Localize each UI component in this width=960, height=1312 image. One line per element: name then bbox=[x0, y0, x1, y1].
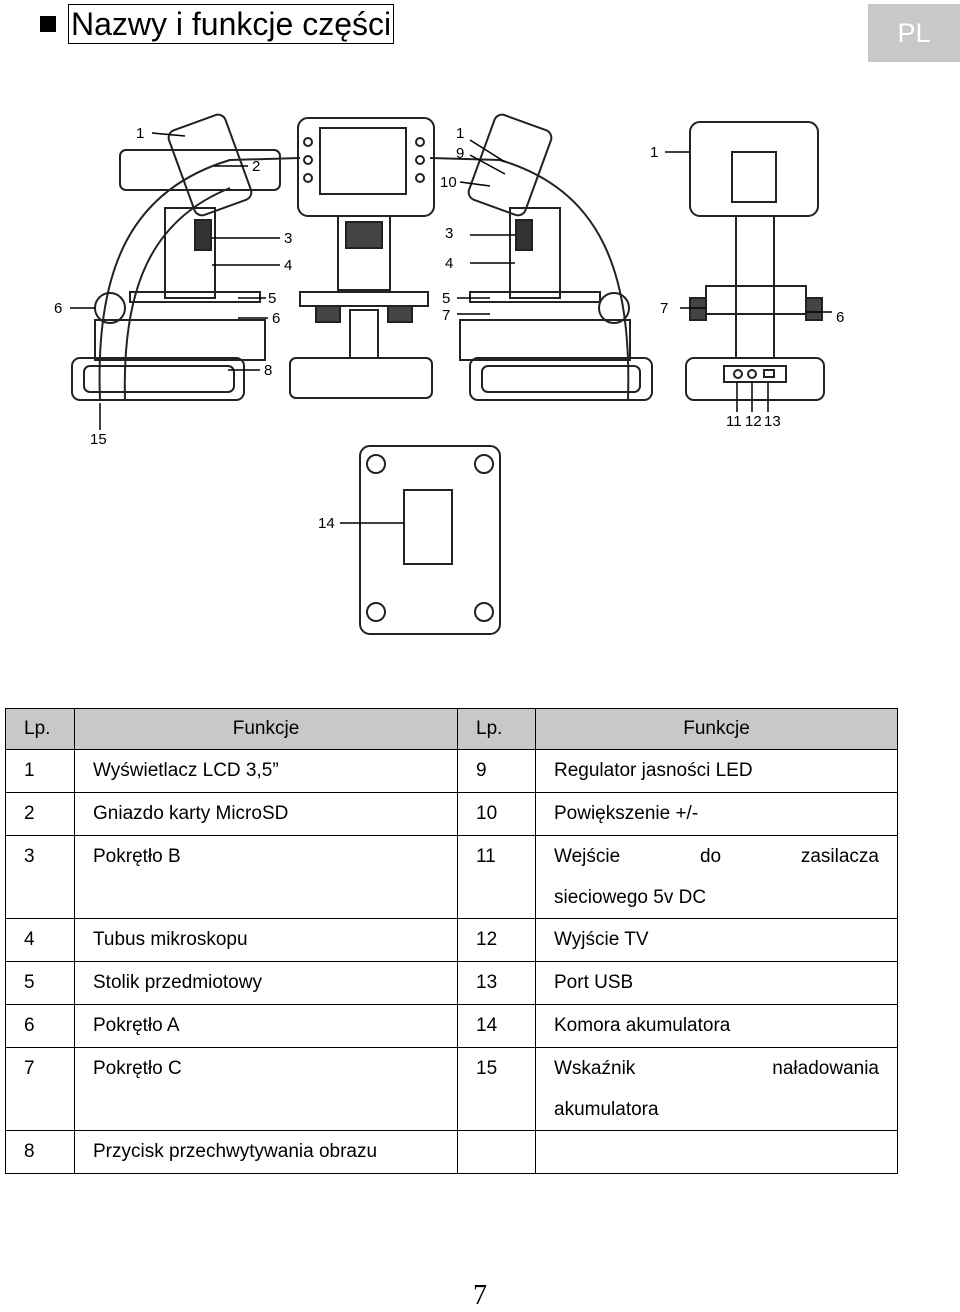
callout-10: 10 bbox=[440, 174, 457, 191]
callout-3b: 3 bbox=[445, 225, 453, 242]
callout-15: 15 bbox=[90, 431, 107, 448]
callout-leaders bbox=[70, 132, 832, 524]
section-title: Nazwy i funkcje części bbox=[68, 4, 395, 44]
item-function: Wskaźnik naładowania akumulatora bbox=[535, 1047, 898, 1131]
item-number: 10 bbox=[457, 792, 536, 836]
microscope-side-view-2 bbox=[429, 113, 653, 401]
word: Wejście bbox=[554, 846, 621, 867]
callout-11: 11 bbox=[726, 413, 742, 430]
microscope-bottom-view bbox=[359, 445, 501, 635]
page-header: Nazwy i funkcje części PL bbox=[0, 0, 960, 64]
item-function: Regulator jasności LED bbox=[535, 749, 898, 793]
continuation-line: akumulatora bbox=[554, 1099, 659, 1120]
table-row: 8 Przycisk przechwytywania obrazu bbox=[5, 1130, 898, 1174]
item-number: 2 bbox=[5, 792, 75, 836]
item-function: Gniazdo karty MicroSD bbox=[74, 792, 458, 836]
microscope-side-view bbox=[71, 113, 301, 401]
callout-6c: 6 bbox=[836, 309, 844, 326]
item-function: Wyjście TV bbox=[535, 918, 898, 962]
item-number: 13 bbox=[457, 961, 536, 1005]
table-row: 3 Pokrętło B 11 Wejście do zasilacza sie… bbox=[5, 835, 898, 919]
item-number: 9 bbox=[457, 749, 536, 793]
item-function: Wyświetlacz LCD 3,5” bbox=[74, 749, 458, 793]
table-row: 1 Wyświetlacz LCD 3,5” 9 Regulator jasno… bbox=[5, 749, 898, 793]
language-badge: PL bbox=[868, 4, 960, 62]
continuation-line: sieciowego 5v DC bbox=[554, 887, 707, 908]
column-header: Lp. bbox=[457, 708, 536, 750]
callout-4b: 4 bbox=[445, 255, 453, 272]
page-number: 7 bbox=[473, 1280, 487, 1311]
item-function: Port USB bbox=[535, 961, 898, 1005]
callout-1b: 1 bbox=[456, 125, 464, 142]
callout-1c: 1 bbox=[650, 144, 658, 161]
item-number: 4 bbox=[5, 918, 75, 962]
item-function: Powiększenie +/- bbox=[535, 792, 898, 836]
item-number: 6 bbox=[5, 1004, 75, 1048]
microscope-front-view bbox=[289, 117, 435, 399]
table-row: 7 Pokrętło C 15 Wskaźnik naładowania aku… bbox=[5, 1047, 898, 1131]
item-number: 3 bbox=[5, 835, 75, 919]
word: zasilacza bbox=[800, 846, 879, 867]
table-row: 5 Stolik przedmiotowy 13 Port USB bbox=[5, 961, 898, 1005]
item-function: Pokrętło A bbox=[74, 1004, 458, 1048]
table-row: 4 Tubus mikroskopu 12 Wyjście TV bbox=[5, 918, 898, 962]
callout-4: 4 bbox=[284, 257, 292, 274]
item-function: Pokrętło C bbox=[74, 1047, 458, 1131]
justified-line: Wskaźnik naładowania bbox=[554, 1048, 897, 1090]
callout-13: 13 bbox=[764, 413, 781, 430]
callout-7: 7 bbox=[442, 307, 450, 324]
callout-8: 8 bbox=[264, 362, 272, 379]
item-number: 15 bbox=[457, 1047, 536, 1131]
callout-6b: 6 bbox=[272, 310, 280, 327]
item-number: 11 bbox=[457, 835, 536, 919]
microscope-back-view bbox=[685, 121, 825, 401]
item-function: Stolik przedmiotowy bbox=[74, 961, 458, 1005]
item-number: 12 bbox=[457, 918, 536, 962]
word: naładowania bbox=[772, 1058, 879, 1079]
microscope-diagram: 1 2 3 4 5 6 6 8 15 1 9 10 3 4 5 7 1 7 6 … bbox=[54, 113, 844, 635]
item-number: 7 bbox=[5, 1047, 75, 1131]
word: do bbox=[699, 846, 722, 867]
item-function: Tubus mikroskopu bbox=[74, 918, 458, 962]
item-number bbox=[457, 1130, 536, 1174]
item-function: Wejście do zasilacza sieciowego 5v DC bbox=[535, 835, 898, 919]
callout-1: 1 bbox=[136, 125, 144, 142]
callout-14: 14 bbox=[318, 515, 335, 532]
column-header: Lp. bbox=[5, 708, 75, 750]
column-header: Funkcje bbox=[74, 708, 458, 750]
callout-7b: 7 bbox=[660, 300, 668, 317]
column-header: Funkcje bbox=[535, 708, 898, 750]
table-row: 2 Gniazdo karty MicroSD 10 Powiększenie … bbox=[5, 792, 898, 836]
table-header-row: Lp. Funkcje Lp. Funkcje bbox=[5, 708, 898, 750]
callout-2: 2 bbox=[252, 158, 260, 175]
parts-table: Lp. Funkcje Lp. Funkcje 1 Wyświetlacz LC… bbox=[5, 708, 898, 1174]
table-row: 6 Pokrętło A 14 Komora akumulatora bbox=[5, 1004, 898, 1048]
callout-12: 12 bbox=[745, 413, 762, 430]
bullet-icon bbox=[40, 16, 56, 32]
item-function: Pokrętło B bbox=[74, 835, 458, 919]
justified-line: Wejście do zasilacza bbox=[554, 836, 897, 878]
callout-3: 3 bbox=[284, 230, 292, 247]
item-number: 8 bbox=[5, 1130, 75, 1174]
item-function: Przycisk przechwytywania obrazu bbox=[74, 1130, 458, 1174]
item-number: 14 bbox=[457, 1004, 536, 1048]
callout-9: 9 bbox=[456, 145, 464, 162]
callout-5b: 5 bbox=[442, 290, 450, 307]
callout-5: 5 bbox=[268, 290, 276, 307]
item-number: 5 bbox=[5, 961, 75, 1005]
callout-6: 6 bbox=[54, 300, 62, 317]
word: Wskaźnik bbox=[554, 1058, 636, 1079]
item-function: Komora akumulatora bbox=[535, 1004, 898, 1048]
item-function bbox=[535, 1130, 898, 1174]
item-number: 1 bbox=[5, 749, 75, 793]
